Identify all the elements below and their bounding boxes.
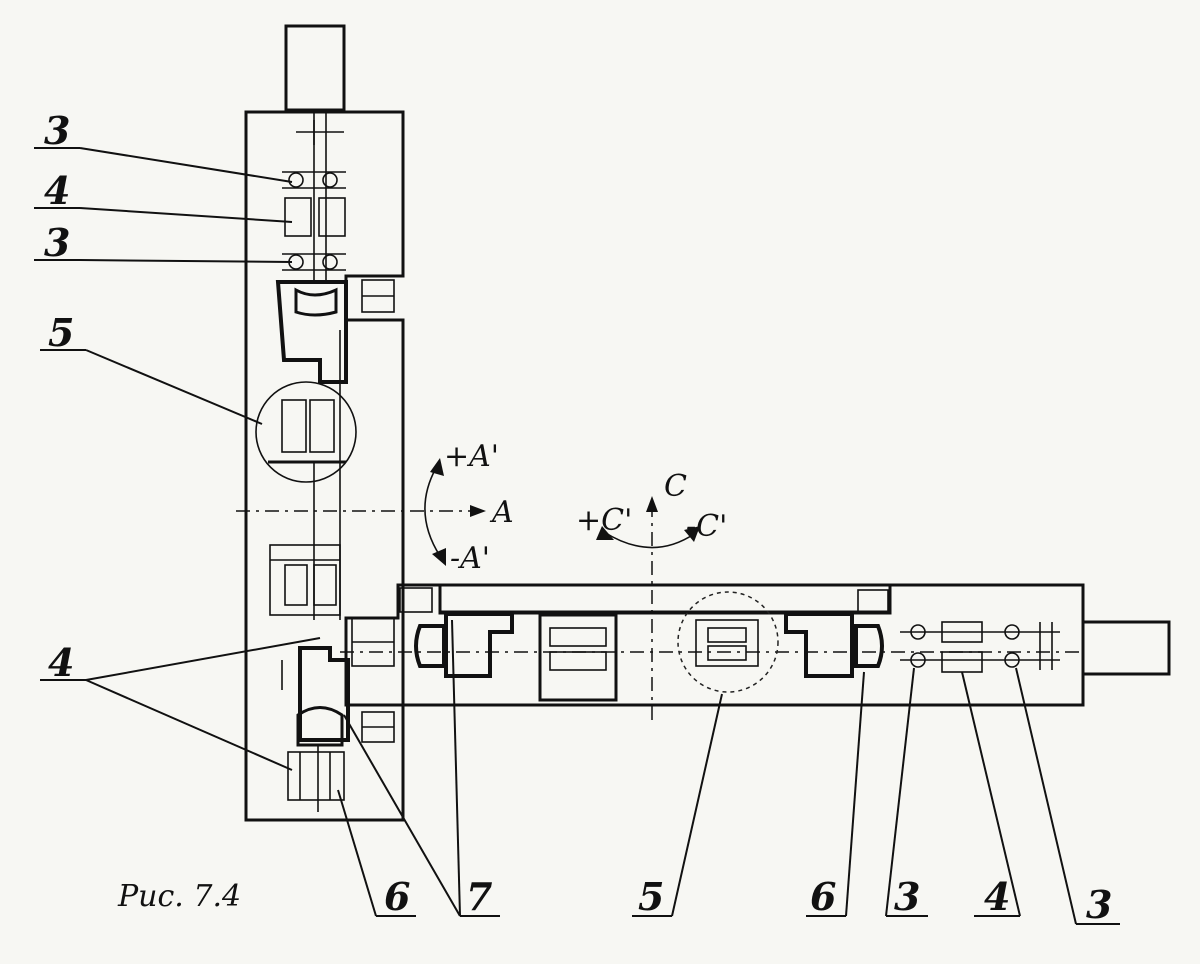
leader-lines bbox=[34, 147, 1120, 925]
bearing bbox=[288, 172, 304, 188]
gear-block bbox=[318, 197, 346, 237]
callout-6-left: 6 bbox=[384, 874, 410, 919]
rotation-arrow-a bbox=[424, 467, 441, 557]
callout-4-bottom: 4 bbox=[48, 640, 74, 685]
axis-a: A +A' -A' bbox=[236, 439, 514, 576]
callout-5-left: 5 bbox=[48, 310, 74, 355]
callout-3-mid: 3 bbox=[44, 220, 70, 265]
axis-c: C +C' -C' bbox=[576, 469, 727, 720]
callout-4-top: 4 bbox=[44, 168, 70, 213]
gear-block bbox=[287, 751, 345, 801]
horizontal-housing bbox=[344, 583, 1085, 707]
bearing bbox=[322, 172, 338, 188]
axis-a-minus-label: -A' bbox=[450, 541, 490, 576]
top-motor bbox=[284, 24, 346, 112]
slide-rail bbox=[438, 583, 892, 615]
axis-a-label: A bbox=[489, 495, 514, 530]
cam-housing bbox=[275, 280, 348, 384]
detail-circle bbox=[255, 381, 357, 483]
bearing bbox=[910, 624, 926, 640]
left-cam bbox=[414, 624, 446, 668]
callout-3-b1: 3 bbox=[894, 874, 920, 919]
gear-block bbox=[269, 544, 341, 616]
horizontal-arm bbox=[340, 583, 1171, 707]
axis-a-plus-label: +A' bbox=[444, 439, 499, 474]
lower-cam-housing bbox=[298, 646, 350, 742]
callout-6-right: 6 bbox=[810, 874, 836, 919]
figure-caption: Рис. 7.4 bbox=[117, 879, 241, 914]
gear-block bbox=[538, 613, 618, 702]
gear-block bbox=[941, 621, 983, 643]
bearing bbox=[910, 652, 926, 668]
callout-4-b: 4 bbox=[984, 874, 1010, 919]
right-motor bbox=[1081, 620, 1171, 676]
gear-block bbox=[284, 197, 312, 237]
callout-labels: 3 4 3 5 4 6 7 5 6 3 4 3 bbox=[44, 108, 1112, 927]
bearing bbox=[322, 254, 338, 270]
bearing bbox=[1004, 624, 1020, 640]
bearing bbox=[1004, 652, 1020, 668]
axis-c-plus-label: +C' bbox=[576, 503, 632, 538]
callout-5-bottom: 5 bbox=[638, 874, 664, 919]
axis-c-label: C bbox=[664, 469, 687, 504]
rotation-arrow-c bbox=[603, 531, 695, 549]
gear-block bbox=[941, 651, 983, 673]
callout-7: 7 bbox=[466, 874, 492, 919]
brake-box bbox=[399, 587, 433, 613]
brake-box bbox=[857, 589, 889, 613]
callout-3-top: 3 bbox=[44, 108, 70, 153]
vertical-arm bbox=[244, 24, 405, 822]
right-cam bbox=[784, 612, 854, 678]
axis-c-minus-label: -C' bbox=[686, 509, 727, 544]
detail-circle bbox=[677, 591, 779, 693]
callout-3-b2: 3 bbox=[1086, 882, 1112, 927]
